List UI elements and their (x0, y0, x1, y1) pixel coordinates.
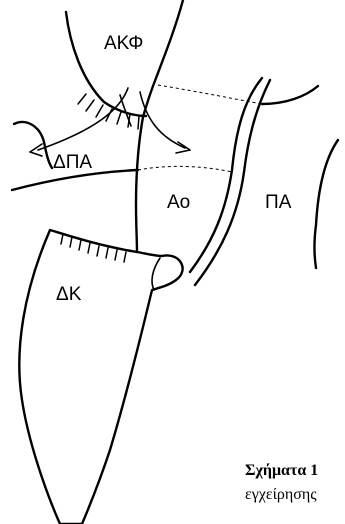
aorta-left-wall (136, 117, 143, 252)
upper-right-curve (262, 86, 318, 104)
dpa-line (12, 170, 138, 190)
dk-outline (19, 230, 182, 524)
label-pa: ΠΑ (265, 192, 292, 213)
akf-left-outline (66, 12, 146, 116)
label-dpa: ΔΠΑ (53, 152, 92, 173)
caption-text: εγχείρησης (245, 486, 317, 504)
label-akf: ΑΚΦ (104, 33, 143, 54)
pa-left-outline (195, 80, 270, 285)
label-ao: Αο (167, 192, 190, 213)
label-dk: ΔΚ (56, 284, 82, 305)
dashed-line-lower (138, 166, 232, 172)
akf-right-outline (143, 0, 183, 117)
aorta-right-wall (190, 78, 262, 272)
left-small-structure (14, 122, 52, 168)
pa-right-outline (315, 140, 339, 268)
dk-inner-curve (152, 258, 160, 290)
flow-arrows (30, 88, 190, 156)
caption-title: Σχήματα 1 (245, 462, 318, 480)
dashed-line-upper (158, 85, 262, 104)
